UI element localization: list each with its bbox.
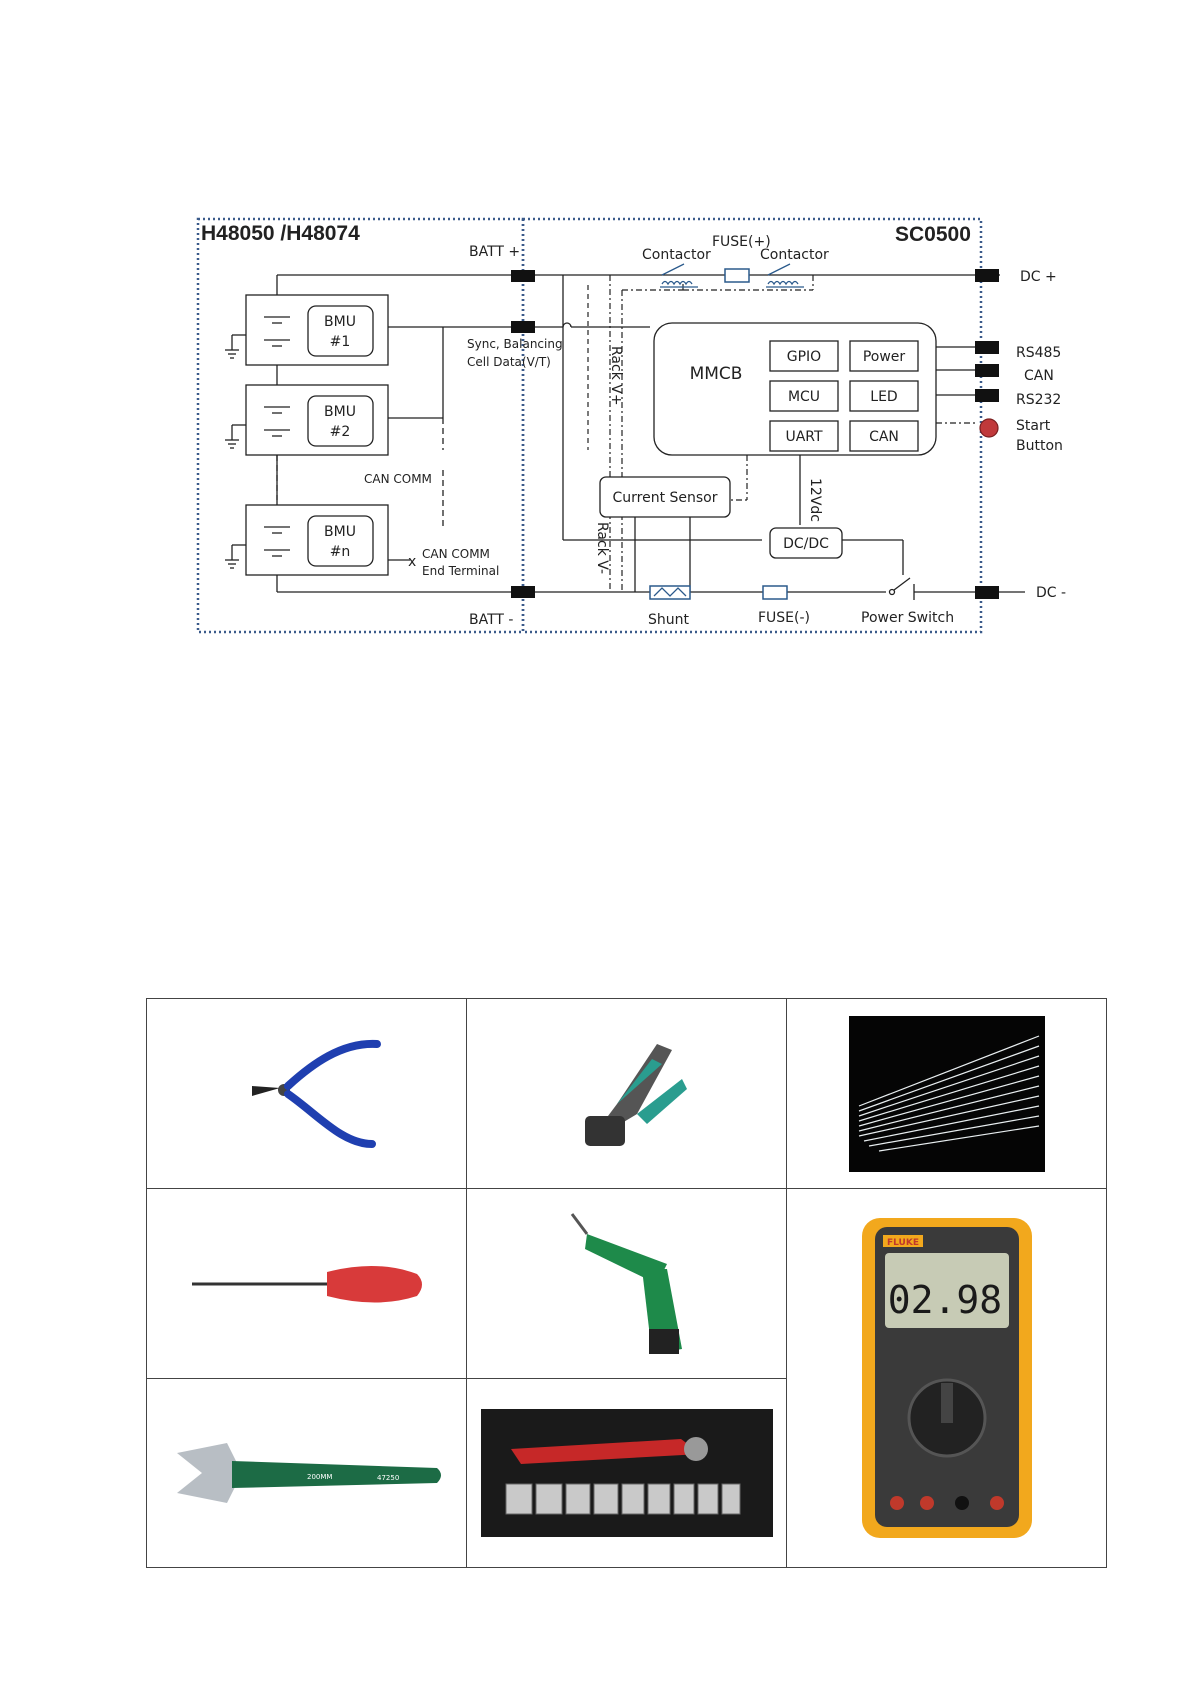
dcdc-block: [769, 527, 843, 559]
svg-text:BMU: BMU: [324, 524, 356, 540]
crimping-tool-icon: [584, 1043, 687, 1146]
batt-minus-label: BATT -: [469, 612, 513, 628]
multimeter-brand: FLUKE: [887, 1238, 919, 1248]
battery-model-title: H48050 /H48074: [201, 222, 360, 245]
tools-table: FLUKE 02.98 200MM 47250: [146, 998, 1107, 1568]
fuse-plus-symbol: [724, 268, 750, 283]
power-switch-label: Power Switch: [861, 610, 954, 626]
batt-plus-label: BATT +: [469, 244, 520, 260]
uart-block: [769, 420, 839, 452]
batt-plus-connector: [511, 270, 535, 282]
svg-text:CAN: CAN: [869, 429, 899, 445]
led-block: [849, 380, 919, 412]
svg-text:BMU: BMU: [324, 314, 356, 330]
svg-text:#1: #1: [330, 334, 351, 350]
bmu-module-1: BMU #1: [225, 294, 389, 366]
dc-minus-label: DC -: [1036, 585, 1066, 601]
button-label: Button: [1016, 438, 1063, 454]
bmu-module-n: BMU #n: [225, 504, 389, 576]
power-block: [849, 340, 919, 372]
multimeter-reading: 02.98: [887, 1278, 1001, 1322]
dc-minus-connector: [975, 586, 999, 599]
cell-socket-set: [466, 1378, 787, 1568]
fuse-plus-label: FUSE(+): [712, 234, 771, 250]
battery-system-block-diagram: H48050 /H48074 SC0500 BMU #1 BMU #2 BMU …: [196, 217, 1066, 634]
svg-text:LED: LED: [870, 389, 897, 405]
bmu-module-2: BMU #2: [225, 384, 389, 456]
svg-text:UART: UART: [785, 429, 823, 445]
svg-text:#2: #2: [330, 424, 351, 440]
svg-text:Power: Power: [863, 349, 906, 365]
rs232-connector: [975, 389, 999, 402]
start-button-symbol: [979, 418, 999, 438]
mmcb-label: MMCB: [690, 364, 743, 384]
rs485-label: RS485: [1016, 345, 1061, 361]
wrench-model-text: 47250: [377, 1474, 399, 1482]
rs232-label: RS232: [1016, 392, 1061, 408]
screwdriver-icon: [191, 1265, 422, 1302]
shunt-label: Shunt: [648, 612, 690, 628]
can-port-label: CAN: [1024, 368, 1054, 384]
contactor-left-label: Contactor: [642, 247, 711, 263]
power-switch-symbol: [888, 577, 915, 600]
twelve-vdc-label: 12Vdc: [807, 478, 823, 522]
cable-ties-icon: [848, 1015, 1045, 1172]
fuse-minus-symbol: [762, 585, 788, 600]
svg-text:BMU: BMU: [324, 404, 356, 420]
rack-v-plus-label: Rack V+: [608, 346, 624, 406]
cell-cable-ties: [786, 998, 1107, 1189]
rack-v-minus-label: Rack V-: [594, 522, 610, 574]
sync-connector: [511, 321, 535, 333]
diagonal-pliers-icon: [251, 1039, 381, 1148]
contactor-right-label: Contactor: [760, 247, 829, 263]
electric-screwdriver-icon: [570, 1212, 682, 1354]
end-terminal-label: End Terminal: [422, 564, 499, 578]
cell-screwdriver: [146, 1188, 467, 1379]
cell-data-label: Cell Data(V/T): [467, 355, 551, 369]
can-comm-end-label: CAN COMM: [422, 547, 490, 561]
cell-multimeter: FLUKE 02.98: [786, 1188, 1107, 1568]
dc-plus-label: DC +: [1020, 269, 1057, 285]
socket-set-icon: [480, 1409, 773, 1537]
mcu-block: [769, 380, 839, 412]
can-block: [849, 420, 919, 452]
sync-balancing-label: Sync, Balancing: [467, 337, 563, 351]
current-sensor-label: Current Sensor: [612, 490, 717, 506]
dcdc-label: DC/DC: [783, 536, 829, 552]
contactor-left-symbol: [660, 263, 698, 288]
svg-text:#n: #n: [330, 544, 351, 560]
current-sensor-block: [599, 476, 731, 518]
start-label: Start: [1016, 418, 1051, 434]
multimeter-icon: FLUKE 02.98: [861, 1218, 1032, 1538]
cell-crimping-tool: [466, 998, 787, 1189]
batt-minus-connector: [511, 586, 535, 598]
cell-electric-screwdriver: [466, 1188, 787, 1379]
controller-enclosure: [521, 217, 983, 634]
svg-text:MCU: MCU: [788, 389, 820, 405]
wrench-size-text: 200MM: [307, 1473, 332, 1481]
adjustable-wrench-icon: 200MM 47250: [176, 1443, 441, 1503]
contactor-right-symbol: [766, 263, 804, 288]
cell-adjustable-wrench: 200MM 47250: [146, 1378, 467, 1568]
end-terminal-mark: x: [408, 554, 416, 570]
dc-plus-connector: [975, 269, 999, 282]
svg-text:GPIO: GPIO: [787, 349, 821, 365]
can-connector: [975, 364, 999, 377]
shunt-symbol: [649, 585, 691, 600]
gpio-block: [769, 340, 839, 372]
cell-diagonal-pliers: [146, 998, 467, 1189]
can-comm-label: CAN COMM: [364, 472, 432, 486]
rs485-connector: [975, 341, 999, 354]
fuse-minus-label: FUSE(-): [758, 610, 810, 626]
controller-model-title: SC0500: [895, 223, 971, 246]
